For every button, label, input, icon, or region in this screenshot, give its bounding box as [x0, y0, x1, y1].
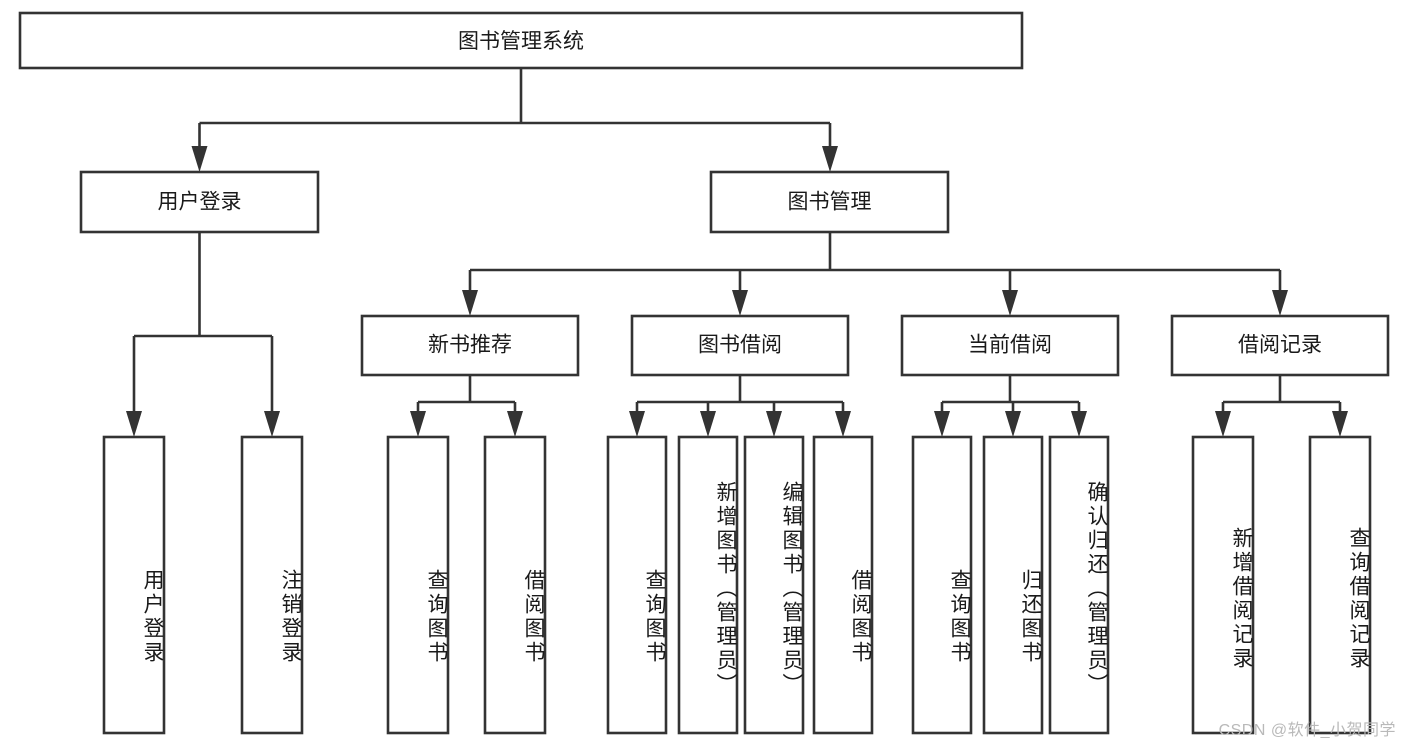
csdn-watermark: CSDN @软件_小贺同学	[1218, 722, 1396, 739]
leaf-box-query-book-1[interactable]	[386, 435, 450, 735]
leaf-box-query-book-2[interactable]	[606, 435, 668, 735]
leaf-node-boxes	[102, 435, 1372, 735]
node-current-borrow-label: 当前借阅	[968, 334, 1052, 357]
leaf-box-borrow-book-1[interactable]	[483, 435, 547, 735]
node-book-borrow[interactable]: 图书借阅	[630, 314, 850, 377]
node-user-login[interactable]: 用户登录	[79, 170, 320, 234]
connector-root-to-level2	[191, 68, 838, 172]
node-root[interactable]: 图书管理系统	[18, 11, 1024, 70]
node-book-manage-label: 图书管理	[788, 191, 872, 214]
node-new-book-rec[interactable]: 新书推荐	[360, 314, 580, 377]
node-borrow-record[interactable]: 借阅记录	[1170, 314, 1390, 377]
connector-userlogin-to-leaves	[126, 232, 280, 437]
leaf-box-return-book[interactable]	[982, 435, 1044, 735]
leaf-box-user-login[interactable]	[102, 435, 166, 735]
connector-bookmanage-to-level3	[462, 232, 1288, 316]
leaf-box-query-record[interactable]	[1308, 435, 1372, 735]
node-borrow-record-label: 借阅记录	[1238, 334, 1322, 357]
connector-newbook-to-leaves	[410, 375, 523, 437]
leaf-box-add-book[interactable]	[677, 435, 739, 735]
leaf-box-edit-book[interactable]	[743, 435, 805, 735]
connector-currentborrow-to-leaves	[934, 375, 1087, 437]
node-current-borrow[interactable]: 当前借阅	[900, 314, 1120, 377]
leaf-box-user-logout[interactable]	[240, 435, 304, 735]
connector-bookborrow-to-leaves	[629, 375, 851, 437]
node-new-book-rec-label: 新书推荐	[428, 334, 512, 357]
node-root-label: 图书管理系统	[458, 30, 584, 53]
node-book-borrow-label: 图书借阅	[698, 334, 782, 357]
node-user-login-label: 用户登录	[158, 191, 242, 214]
leaf-box-borrow-book-2[interactable]	[812, 435, 874, 735]
node-book-manage[interactable]: 图书管理	[709, 170, 950, 234]
connector-borrowrecord-to-leaves	[1215, 375, 1348, 437]
leaf-box-add-record[interactable]	[1191, 435, 1255, 735]
leaf-box-confirm-return[interactable]	[1048, 435, 1110, 735]
leaf-box-query-book-3[interactable]	[911, 435, 973, 735]
